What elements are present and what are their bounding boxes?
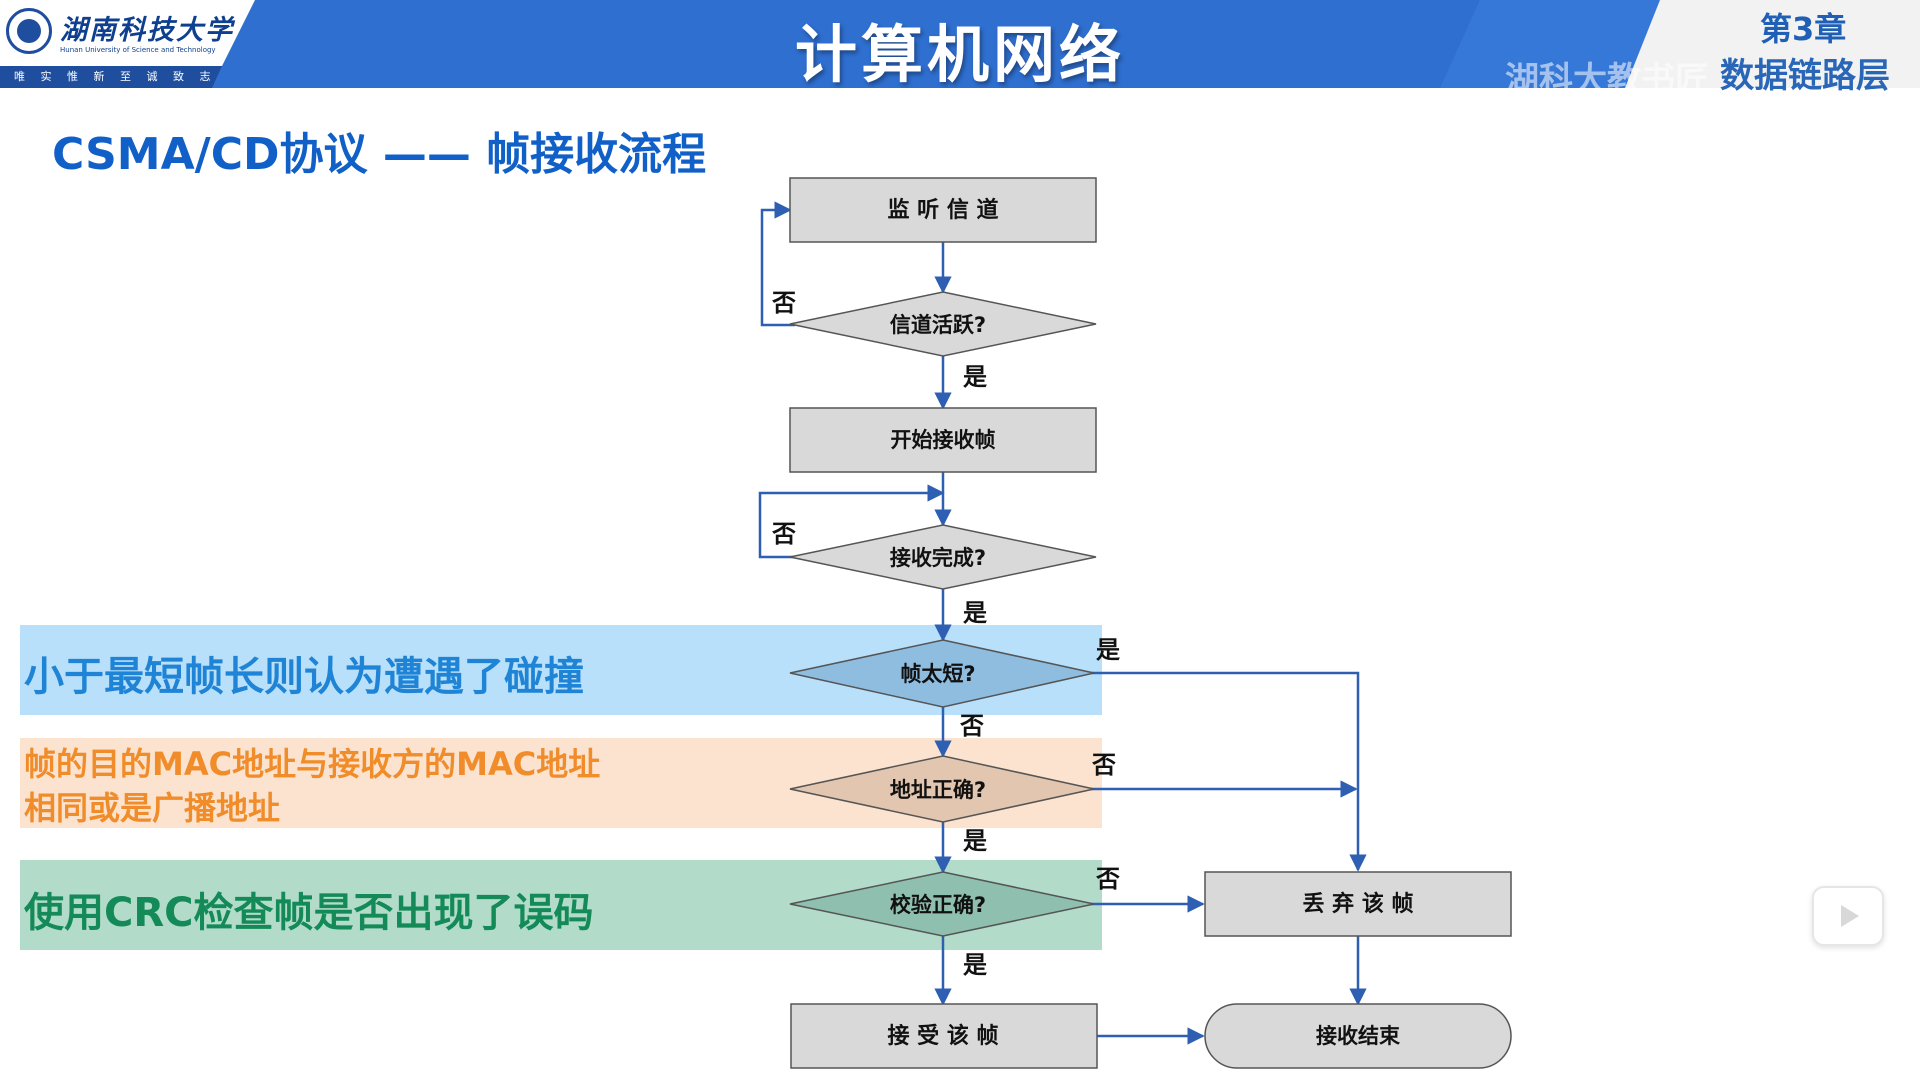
course-title: 计算机网络 [794, 18, 1125, 91]
box-accept [790, 1003, 1098, 1069]
note-address-line1: 帧的目的MAC地址与接收方的MAC地址 [24, 745, 601, 783]
loop-done-no [758, 484, 945, 559]
label-done-yes: 是 [963, 599, 987, 627]
label-crc-yes: 是 [963, 951, 987, 979]
box-listen [789, 177, 1097, 243]
university-logo: 湖南科技大学 Hunan University of Science and T… [0, 0, 240, 88]
end-label: 接收结束 [1316, 1024, 1401, 1048]
chapter-name: 数据链路层 [1720, 56, 1890, 96]
addr-ok-label: 地址正确? [890, 778, 986, 802]
terminal-end [1204, 1003, 1512, 1069]
frame-short-label: 帧太短? [900, 662, 975, 686]
decision-addr-ok [789, 755, 1095, 823]
label-addr-no: 否 [1091, 751, 1116, 779]
note-short-frame: 小于最短帧长则认为遭遇了碰撞 [24, 654, 584, 700]
note-address: 帧的目的MAC地址与接收方的MAC地址 相同或是广播地址 [24, 742, 600, 830]
header-banner [0, 0, 1920, 88]
listen-label: 监 听 信 道 [888, 197, 999, 223]
decision-frame-short [789, 639, 1095, 708]
university-seal-icon [6, 8, 52, 54]
discard-label: 丢 弃 该 帧 [1303, 891, 1414, 917]
box-start-receive [789, 407, 1097, 473]
label-done-no: 否 [771, 520, 796, 548]
play-button[interactable] [1812, 886, 1884, 946]
arrow-short-yes-to-discard [1091, 671, 1367, 872]
logo-chinese-name: 湖南科技大学 [60, 15, 234, 46]
label-addr-yes: 是 [963, 827, 987, 855]
watermark-text: 湖科大教书匠 [1505, 60, 1709, 100]
slide-title: CSMA/CD协议 —— 帧接收流程 [52, 129, 707, 180]
play-icon [1841, 905, 1859, 927]
decision-crc-ok [789, 871, 1095, 937]
channel-active-label: 信道活跃? [890, 313, 986, 337]
decision-receive-done [789, 524, 1097, 590]
label-channel-yes: 是 [963, 363, 987, 391]
decision-channel-active [789, 291, 1097, 357]
accept-label: 接 受 该 帧 [888, 1023, 999, 1049]
chapter-number: 第3章 [1760, 10, 1847, 48]
receive-done-label: 接收完成? [890, 546, 986, 570]
loop-active-no [760, 201, 795, 327]
logo-motto: 唯 实 惟 新 至 诚 致 志 [14, 70, 217, 83]
label-crc-no: 否 [1095, 865, 1120, 893]
crc-ok-label: 校验正确? [890, 893, 986, 917]
label-short-yes: 是 [1096, 636, 1120, 664]
note-crc: 使用CRC检查帧是否出现了误码 [24, 890, 594, 936]
start-receive-label: 开始接收帧 [891, 428, 996, 452]
box-discard [1204, 871, 1512, 937]
logo-english-name: Hunan University of Science and Technolo… [60, 46, 216, 54]
label-channel-no: 否 [771, 289, 796, 317]
note-address-line2: 相同或是广播地址 [24, 789, 281, 827]
label-short-no: 否 [959, 712, 984, 740]
